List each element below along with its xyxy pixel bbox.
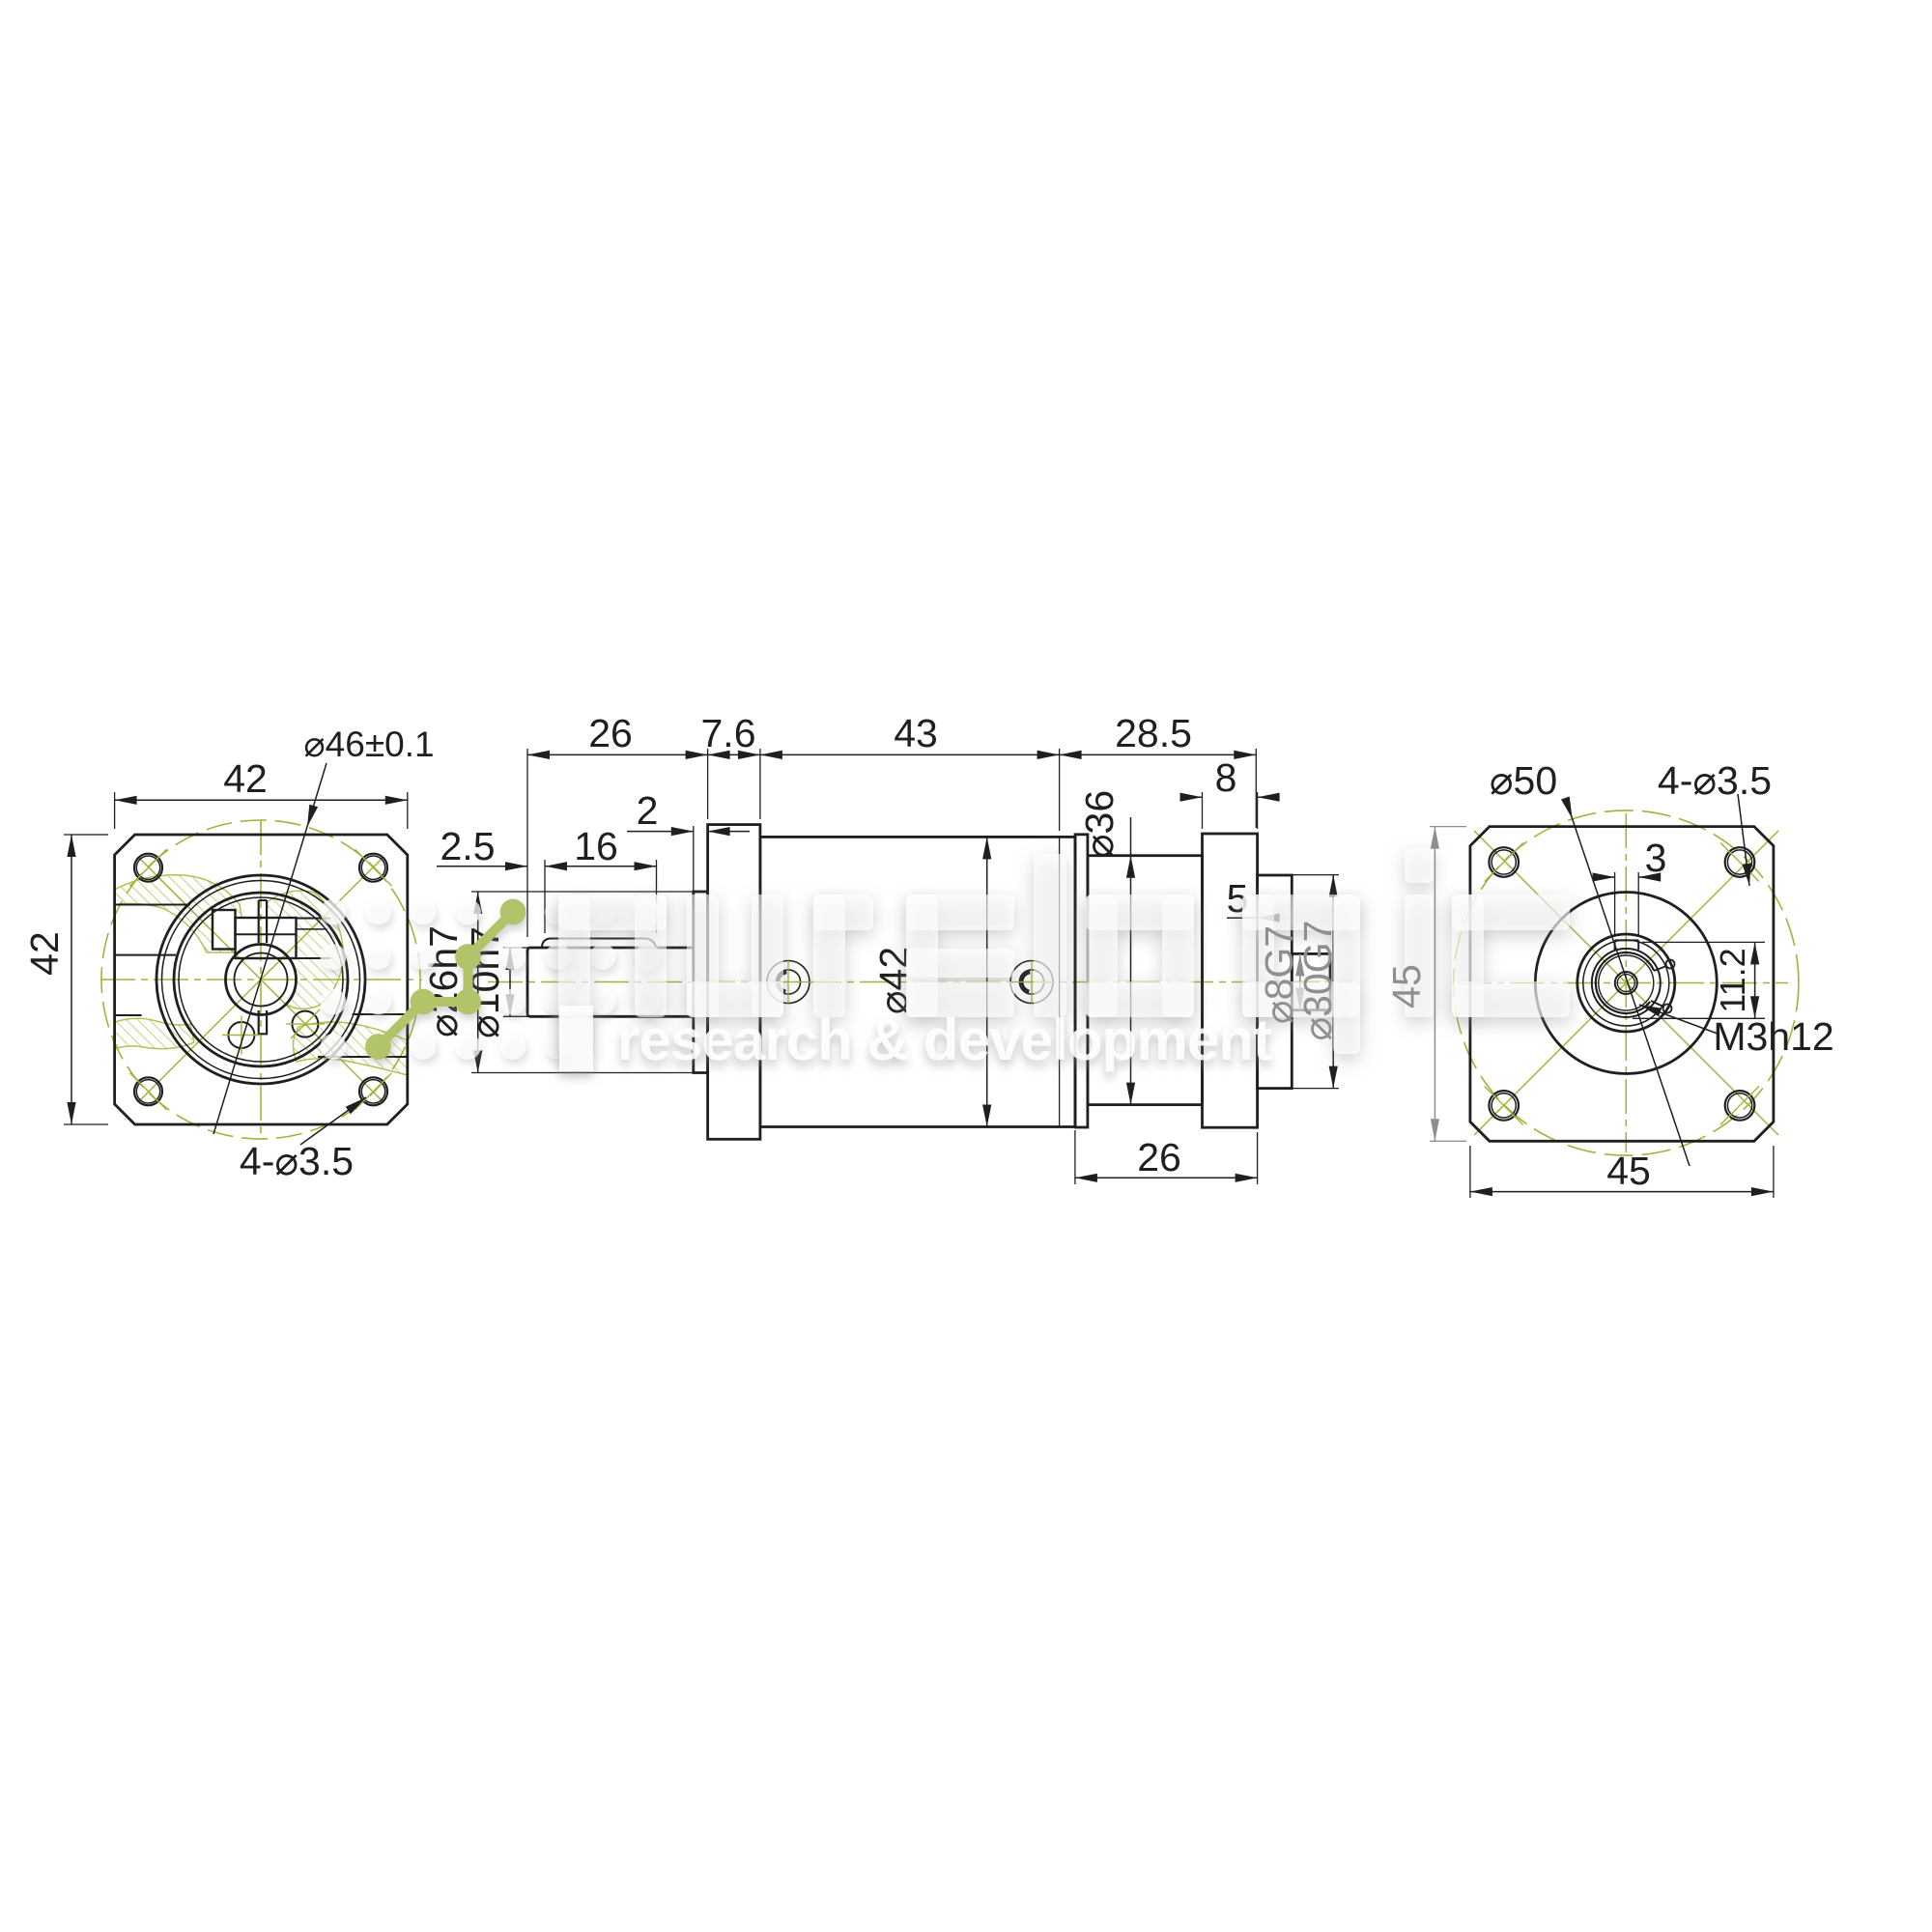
svg-text:⌀8G7: ⌀8G7 [1257,925,1301,1024]
svg-text:research & development: research & development [617,1008,1272,1072]
svg-text:26: 26 [1137,1135,1181,1179]
svg-text:42: 42 [223,756,268,801]
svg-text:16: 16 [574,824,618,868]
svg-text:26: 26 [588,711,633,755]
svg-text:45: 45 [1606,1149,1651,1193]
svg-text:43: 43 [894,711,938,755]
svg-text:M3h12: M3h12 [1713,1014,1833,1059]
svg-text:8: 8 [1215,755,1237,800]
svg-text:3: 3 [1645,836,1667,880]
svg-text:45: 45 [1384,964,1429,1009]
svg-text:2.5: 2.5 [440,824,496,868]
svg-text:42: 42 [22,931,67,976]
svg-text:⌀30G7: ⌀30G7 [1295,921,1340,1041]
svg-text:⌀26h7: ⌀26h7 [421,925,466,1037]
svg-text:4-⌀3.5: 4-⌀3.5 [240,1139,354,1183]
svg-text:⌀36: ⌀36 [1077,790,1122,858]
svg-text:2: 2 [637,788,659,833]
svg-text:7.6: 7.6 [701,711,756,755]
svg-text:⌀50: ⌀50 [1490,758,1557,803]
svg-text:11.2: 11.2 [1713,948,1752,1012]
svg-text:28.5: 28.5 [1115,711,1192,755]
svg-text:4-⌀3.5: 4-⌀3.5 [1658,758,1772,803]
svg-text:⌀46±0.1: ⌀46±0.1 [303,724,434,764]
